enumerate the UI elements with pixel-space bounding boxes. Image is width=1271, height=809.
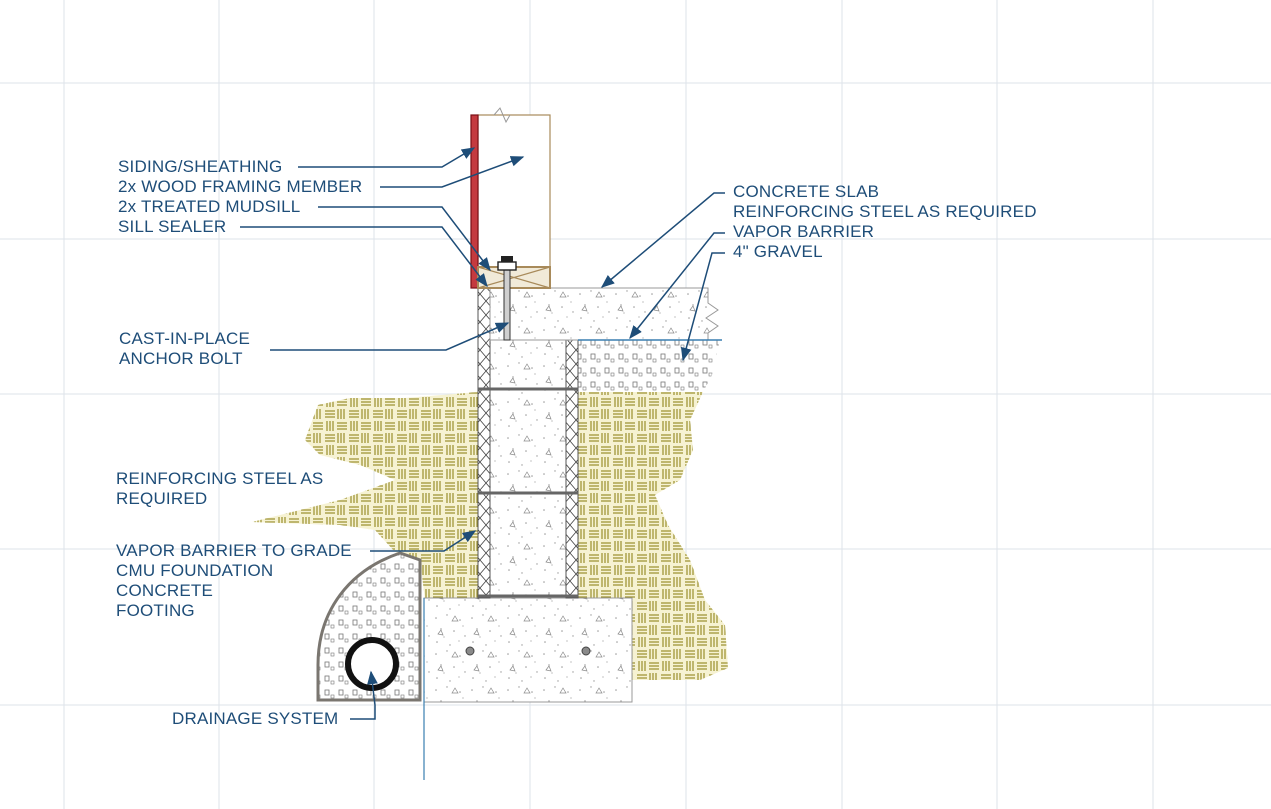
- wood-framing-member: [477, 114, 551, 268]
- label-footing: FOOTING: [116, 601, 195, 620]
- label-concrete: CONCRETE: [116, 581, 213, 600]
- soil-hatch: [252, 392, 728, 680]
- anchor-bolt: [497, 256, 517, 341]
- vapor-barrier-right: [565, 339, 579, 599]
- footing-rebar-right: [581, 646, 591, 656]
- label-vapor-barrier-to-grade: VAPOR BARRIER TO GRADE: [116, 541, 352, 560]
- concrete-footing: [423, 597, 633, 703]
- label-siding-sheathing: SIDING/SHEATHING: [118, 157, 283, 176]
- label-slab-reinforcing: REINFORCING STEEL AS REQUIRED: [733, 202, 1037, 221]
- label-cmu-foundation: CMU FOUNDATION: [116, 561, 274, 580]
- cmu-foundation-wall: [489, 339, 567, 599]
- drain-pipe: [345, 637, 399, 691]
- label-sill-sealer: SILL SEALER: [118, 217, 227, 236]
- label-wood-framing: 2x WOOD FRAMING MEMBER: [118, 177, 363, 196]
- label-gravel: 4" GRAVEL: [733, 242, 823, 261]
- label-wall-reinforcing-line1: REINFORCING STEEL AS: [116, 469, 324, 488]
- label-drainage-system: DRAINAGE SYSTEM: [172, 709, 339, 728]
- footing-rebar-left: [465, 646, 475, 656]
- wall-reinforcing-bars: [478, 387, 578, 598]
- concrete-slab: [489, 287, 719, 341]
- gravel-fill: [578, 340, 720, 392]
- leader-lines: [240, 147, 725, 720]
- siding-sheathing: [470, 114, 479, 289]
- label-anchor-bolt-line2: ANCHOR BOLT: [119, 349, 243, 368]
- label-concrete-slab: CONCRETE SLAB: [733, 182, 880, 201]
- label-treated-mudsill: 2x TREATED MUDSILL: [118, 197, 301, 216]
- framing-break-line: [493, 107, 511, 124]
- label-vapor-barrier: VAPOR BARRIER: [733, 222, 875, 241]
- label-wall-reinforcing-line2: REQUIRED: [116, 489, 208, 508]
- label-anchor-bolt-line1: CAST-IN-PLACE: [119, 329, 251, 348]
